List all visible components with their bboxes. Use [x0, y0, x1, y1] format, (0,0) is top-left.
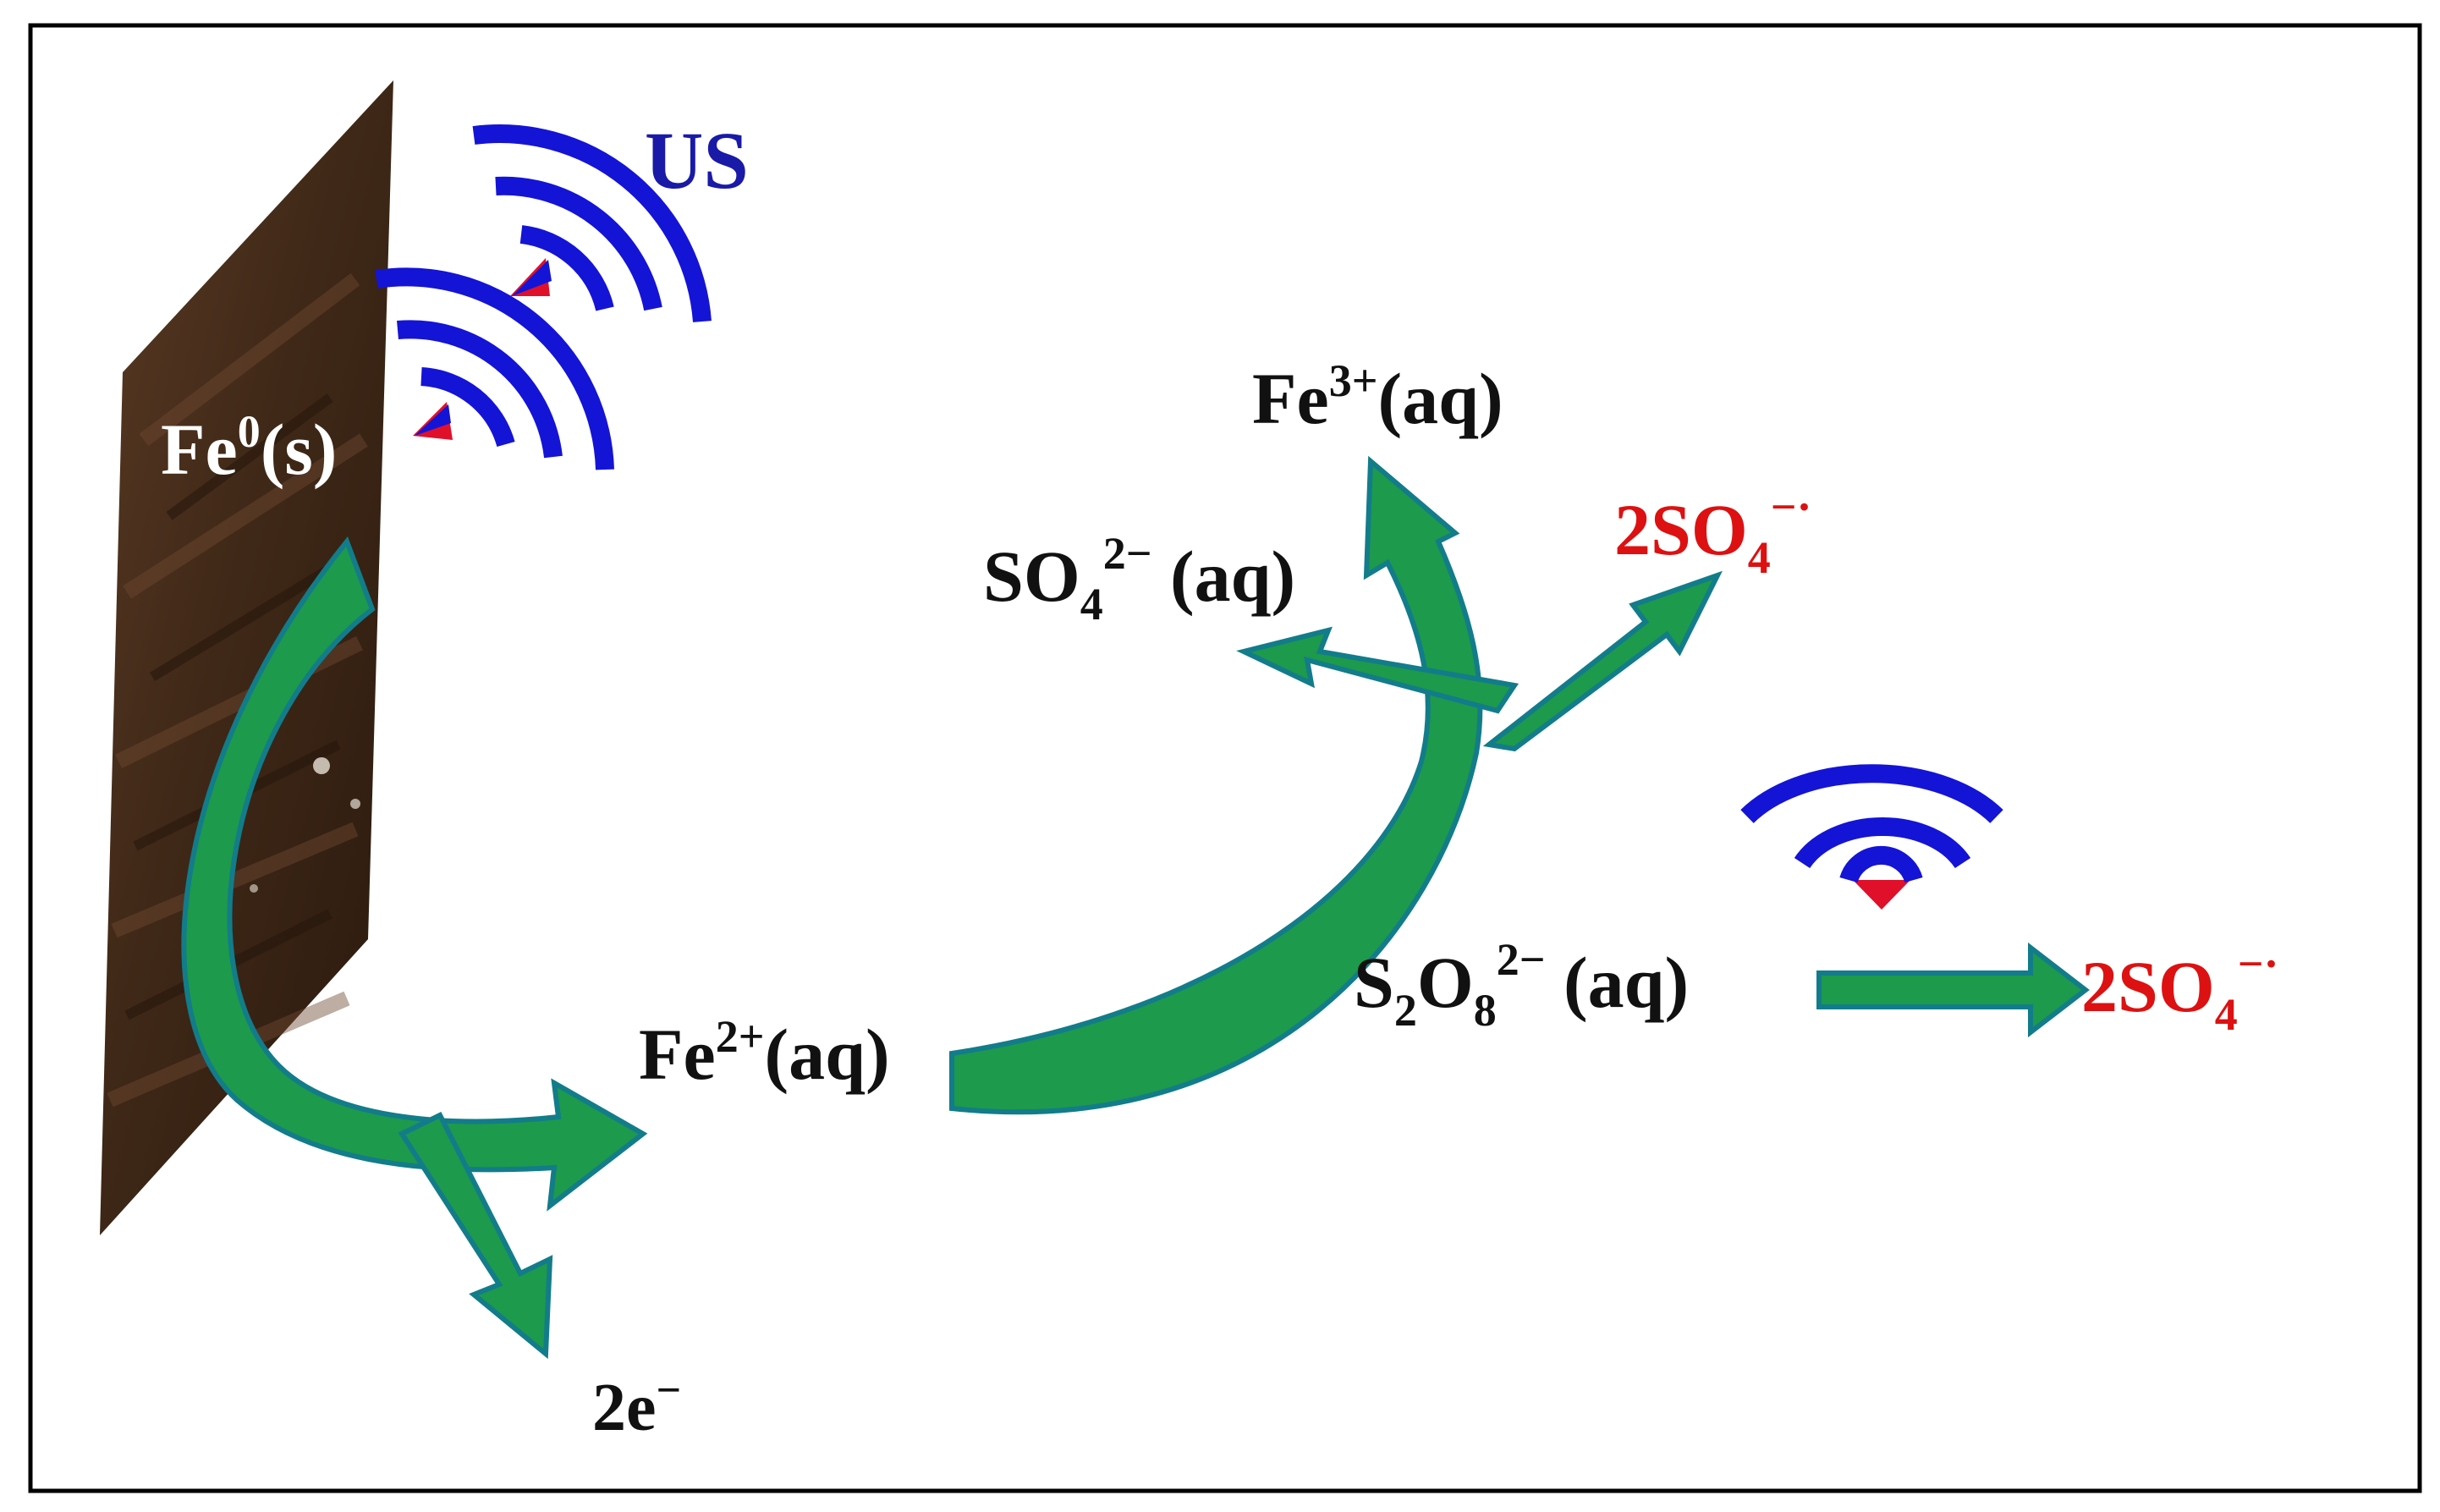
sulfate-branch-arrow	[1236, 626, 1520, 714]
persulfate-activation-arrow	[1816, 942, 2090, 1038]
sulfate-radical-label-right: 2SO4−·	[2081, 938, 2279, 1040]
sulfate-label: SO42− (aq)	[983, 528, 1295, 630]
fe2-to-fe3-arrow	[949, 455, 1483, 1115]
ultrasound-wave-icon	[375, 267, 614, 470]
ultrasound-wave-icon	[1740, 764, 2003, 910]
fe0-label: Fe0(s)	[161, 406, 337, 490]
fe3-label: Fe3+(aq)	[1252, 355, 1503, 439]
sulfate-radical-label-top: 2SO4−·	[1614, 481, 1812, 583]
electrons-label: 2e−	[592, 1366, 681, 1445]
iron-plate	[100, 80, 393, 1235]
radical-branch-arrow	[1482, 570, 1723, 752]
ultrasound-wave-icon	[472, 124, 712, 322]
electron-release-arrow	[398, 1112, 553, 1360]
fe2-label: Fe2+(aq)	[639, 1011, 890, 1095]
us-label: US	[645, 115, 749, 206]
figure-frame	[28, 23, 2422, 1493]
oxidation-arrow	[181, 536, 648, 1212]
persulfate-label: S2O82− (aq)	[1354, 934, 1689, 1036]
